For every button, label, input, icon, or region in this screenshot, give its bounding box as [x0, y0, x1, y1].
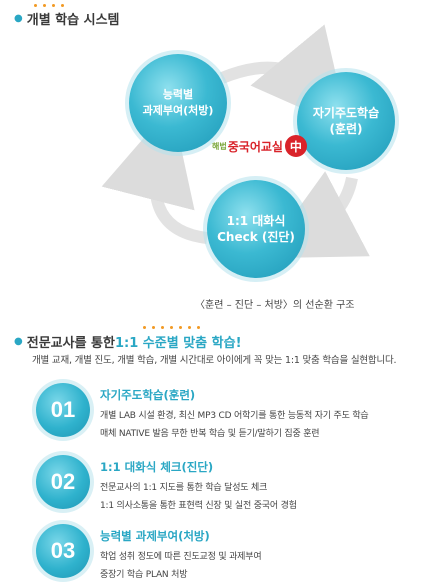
bullet-icon: ●: [14, 13, 23, 24]
step-item: 03 능력별 과제부여(처방) 학업 성취 정도에 따른 진도교정 및 과제부여…: [36, 524, 416, 582]
section-title-accent: 1:1 수준별 맞춤 학습!: [114, 336, 242, 351]
logo-name: 중국어교실: [227, 139, 283, 154]
circle-self-study-line1: 자기주도학습: [312, 106, 380, 120]
step-description-line2: 1:1 의사소통을 통한 표현력 신장 및 실전 중국어 경험: [100, 501, 297, 511]
section-title-main: 전문교사를 통한: [26, 336, 115, 351]
cycle-arrow-top: [219, 24, 349, 130]
step-title: 능력별 과제부여(처방): [100, 529, 210, 543]
section-title-individual-system: ● 개별 학습 시스템: [14, 9, 120, 28]
logo-prefix: 해법: [212, 141, 227, 151]
cycle-arrow-right: [262, 171, 370, 259]
decorative-dots: [143, 326, 200, 329]
step-item: 02 1:1 대화식 체크(진단) 전문교사의 1:1 지도를 통한 학습 달성…: [36, 455, 416, 519]
step-description-line2: 중장기 학습 PLAN 처방: [100, 570, 188, 580]
circle-assignment-line1: 능력별: [162, 88, 194, 101]
step-item: 01 자기주도학습(훈련) 개별 LAB 시설 환경, 최신 MP3 CD 어학…: [36, 383, 416, 447]
bullet-icon: ●: [14, 336, 23, 347]
cycle-caption: 〈훈련 – 진단 – 처방〉의 선순환 구조: [195, 300, 355, 311]
step-description-line1: 전문교사의 1:1 지도를 통한 학습 달성도 체크: [100, 483, 268, 493]
circle-self-study: 자기주도학습 (훈련): [297, 72, 395, 170]
section-title-text: 개별 학습 시스템: [26, 13, 120, 28]
circle-check-line2: Check (진단): [217, 230, 295, 244]
circle-check-line1: 1:1 대화식: [226, 214, 286, 228]
step-number-badge: 01: [36, 383, 90, 437]
circle-check: 1:1 대화식 Check (진단): [207, 180, 305, 278]
section-title-custom-learning: ● 전문교사를 통한 1:1 수준별 맞춤 학습!: [14, 332, 242, 351]
intro-text: 개별 교재, 개별 진도, 개별 학습, 개별 시간대로 아이에게 꼭 맞는 1…: [32, 355, 397, 366]
decorative-dots: [34, 4, 64, 7]
circle-assignment: 능력별 과제부여(처방): [129, 54, 227, 152]
step-title: 자기주도학습(훈련): [100, 388, 196, 402]
step-description-line1: 학업 성취 정도에 따른 진도교정 및 과제부여: [100, 552, 262, 562]
cycle-arrow-left: [101, 105, 208, 244]
cycle-arrows-diagram: [101, 24, 370, 259]
brand-logo: 해법 중국어교실 中: [212, 135, 307, 157]
step-number-badge: 02: [36, 455, 90, 509]
circle-self-study-line2: (훈련): [329, 122, 363, 136]
step-number-badge: 03: [36, 524, 90, 578]
step-description-line2: 매체 NATIVE 발음 무한 반복 학습 및 듣기/말하기 집중 훈련: [100, 429, 320, 439]
circle-assignment-line2: 과제부여(처방): [142, 104, 214, 117]
logo-emblem-icon: 中: [284, 135, 307, 157]
step-description-line1: 개별 LAB 시설 환경, 최신 MP3 CD 어학기를 통한 능동적 자기 주…: [100, 411, 369, 421]
step-title: 1:1 대화식 체크(진단): [100, 460, 214, 474]
